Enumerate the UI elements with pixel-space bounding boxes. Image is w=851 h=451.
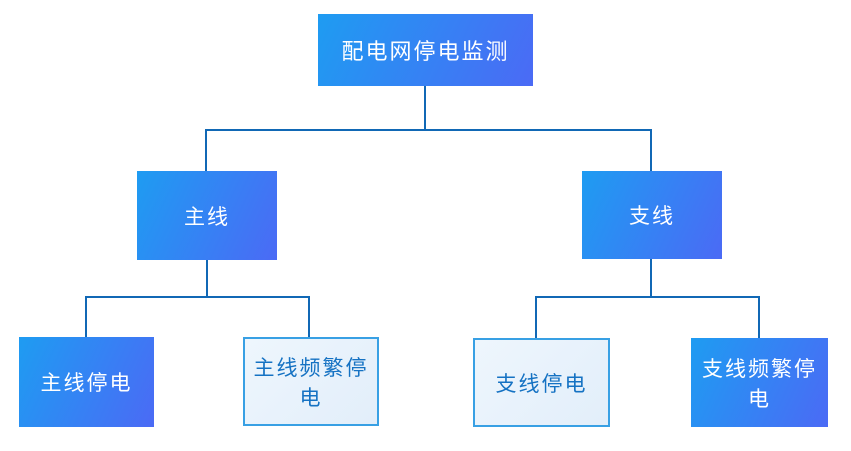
node-main-line-outage[interactable]: 主线停电 (19, 337, 154, 427)
connector-to-main-outage (85, 297, 87, 337)
node-root[interactable]: 配电网停电监测 (318, 14, 533, 86)
connector-to-branch-line (650, 130, 652, 171)
node-branch-line-frequent-outage[interactable]: 支线频繁停电 (691, 338, 828, 427)
node-main-line[interactable]: 主线 (137, 171, 277, 260)
node-branch-line[interactable]: 支线 (582, 171, 722, 259)
connector-right-horizontal (535, 296, 760, 298)
connector-root-vertical (424, 86, 426, 130)
connector-to-branch-frequent (758, 297, 760, 338)
connector-to-main-frequent (308, 297, 310, 337)
node-branch-line-outage[interactable]: 支线停电 (473, 338, 610, 427)
connector-to-main-line (205, 130, 207, 171)
connector-branch-line-vertical (650, 259, 652, 297)
node-main-line-frequent-outage[interactable]: 主线频繁停电 (243, 337, 379, 426)
connector-level1-horizontal (205, 129, 652, 131)
connector-left-horizontal (85, 296, 310, 298)
connector-to-branch-outage (535, 297, 537, 338)
connector-main-line-vertical (206, 260, 208, 297)
